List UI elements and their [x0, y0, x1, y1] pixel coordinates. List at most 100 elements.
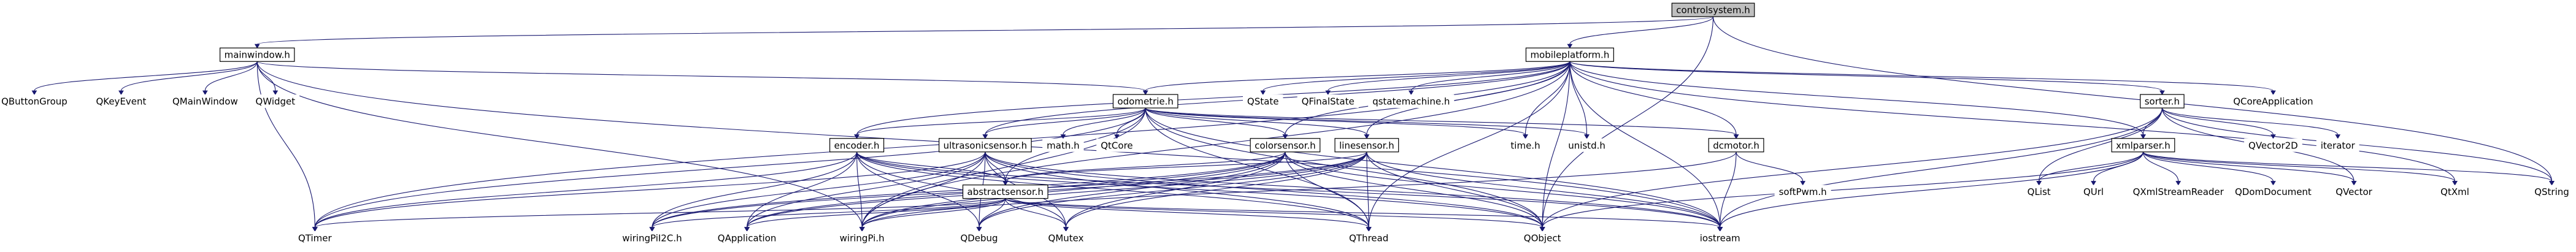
- node-label: sorter.h: [2145, 96, 2180, 107]
- node-label: softPwm.h: [1779, 186, 1827, 197]
- node-box: [1525, 47, 1614, 62]
- edge-mobileplatform-to-sorter: [1569, 61, 2165, 96]
- node-label: linesensor.h: [1339, 140, 1394, 151]
- edge-line: [1569, 16, 1714, 45]
- node-background: [2023, 185, 2055, 199]
- edge-line: [2039, 151, 2144, 181]
- edge-arrowhead: [1366, 227, 1372, 232]
- edge-xmlparser-to-qxmlstreamreader: [2142, 151, 2182, 186]
- node-background: [2128, 185, 2228, 199]
- edge-line: [1569, 61, 1588, 135]
- node-dcmotor[interactable]: dcmotor.h: [1708, 138, 1764, 153]
- node-controlsystem[interactable]: controlsystem.h: [1671, 2, 1755, 17]
- edge-abstractsensor-to-iostream: [1005, 198, 1723, 232]
- edge-arrowhead: [1523, 134, 1528, 139]
- node-background: [1519, 231, 1566, 245]
- edge-line: [1736, 151, 1804, 181]
- edge-arrowhead: [2351, 181, 2357, 186]
- edge-line: [861, 151, 1737, 227]
- node-linesensor[interactable]: linesensor.h: [1334, 138, 1399, 153]
- edge-arrowhead: [2140, 134, 2146, 139]
- node-background: [1096, 138, 1137, 152]
- edge-line: [1145, 108, 1721, 227]
- node-qvector: QVector: [2331, 185, 2377, 199]
- node-label: mainwindow.h: [225, 50, 290, 61]
- node-ultrasonic[interactable]: ultrasonicsensor.h: [939, 138, 1032, 153]
- edge-line: [1063, 107, 1146, 135]
- edge-line: [34, 61, 258, 91]
- edge-line: [856, 107, 1146, 136]
- edge-line: [747, 151, 858, 227]
- node-background: [91, 94, 151, 109]
- edge-line: [2161, 107, 2339, 136]
- edge-arrowhead: [2549, 181, 2555, 186]
- node-label: QButtonGroup: [1, 96, 67, 107]
- edge-abstractsensor-to-qobject: [1005, 198, 1545, 232]
- node-background: [1774, 185, 1831, 199]
- edge-arrowhead: [744, 227, 750, 232]
- edge-arrowhead: [1063, 227, 1069, 232]
- edge-line: [861, 151, 986, 227]
- node-label: QtCore: [1101, 140, 1132, 151]
- node-background: [1242, 94, 1283, 109]
- edge-odometrie-to-dcmotor: [1145, 107, 1739, 139]
- node-softpwm: softPwm.h: [1774, 185, 1831, 199]
- node-xmlparser[interactable]: xmlparser.h: [2111, 138, 2175, 153]
- node-qtxml: QtXml: [2436, 185, 2474, 199]
- node-iterator: iterator: [2316, 138, 2359, 152]
- node-mobileplatform[interactable]: mobileplatform.h: [1525, 47, 1614, 62]
- edge-line: [1542, 17, 1714, 227]
- node-label: mobileplatform.h: [1530, 50, 1609, 61]
- node-mainwindow[interactable]: mainwindow.h: [219, 47, 295, 62]
- node-qcoreapplication: QCoreApplication: [2229, 94, 2318, 109]
- node-background: [1297, 94, 1359, 109]
- node-background: [2244, 138, 2302, 152]
- edge-line: [1145, 107, 1737, 136]
- node-odometrie[interactable]: odometrie.h: [1112, 94, 1178, 109]
- node-label: abstractsensor.h: [967, 186, 1044, 197]
- node-label: iterator: [2321, 140, 2356, 151]
- node-label: QList: [2028, 186, 2051, 197]
- node-background: [1695, 231, 1745, 245]
- node-box: [219, 47, 295, 62]
- edge-linesensor-to-abstractsensor: [1002, 151, 1367, 186]
- edge-mobileplatform-to-xmlparser: [1569, 61, 2146, 139]
- edge-line: [1285, 151, 1369, 227]
- node-background: [2331, 185, 2377, 199]
- edge-arrowhead: [118, 90, 124, 96]
- node-qmutex: QMutex: [1044, 231, 1088, 245]
- edge-odometrie-to-linesensor: [1145, 107, 1370, 139]
- node-label: QDebug: [960, 232, 998, 243]
- node-qwidget: QWidget: [251, 94, 300, 109]
- node-background: [251, 94, 300, 109]
- node-background: [2530, 185, 2574, 199]
- edge-line: [861, 198, 1006, 228]
- node-label: QtXml: [2440, 186, 2469, 197]
- edge-mobileplatform-to-qstatemachine: [1408, 61, 1571, 96]
- edge-line: [1005, 198, 1721, 228]
- edge-line: [1366, 151, 1721, 227]
- edge-abstractsensor-to-qmutex: [1005, 198, 1069, 232]
- node-qlist: QList: [2023, 185, 2055, 199]
- node-colorsensor[interactable]: colorsensor.h: [1250, 138, 1321, 153]
- node-background: [713, 231, 781, 245]
- node-abstractsensor[interactable]: abstractsensor.h: [962, 185, 1048, 199]
- edge-line: [856, 151, 863, 227]
- node-label: wiringPiI2C.h: [622, 232, 682, 243]
- edge-line: [652, 198, 1006, 228]
- edge-line: [856, 151, 1721, 227]
- node-qapplication: QApplication: [713, 231, 781, 245]
- edge-line: [1542, 61, 1571, 227]
- node-background: [2230, 185, 2316, 199]
- node-encoder[interactable]: encoder.h: [829, 138, 885, 153]
- edge-arrowhead: [859, 227, 865, 232]
- edge-line: [978, 151, 1367, 227]
- edge-odometrie-to-unistd: [1145, 107, 1590, 139]
- node-label: QApplication: [718, 232, 777, 243]
- node-label: QUrl: [2083, 186, 2104, 197]
- edge-line: [1065, 151, 1367, 227]
- edge-line: [314, 151, 858, 227]
- node-label: wiringPi.h: [840, 232, 885, 243]
- node-sorter[interactable]: sorter.h: [2140, 94, 2185, 109]
- edge-line: [1366, 151, 1543, 227]
